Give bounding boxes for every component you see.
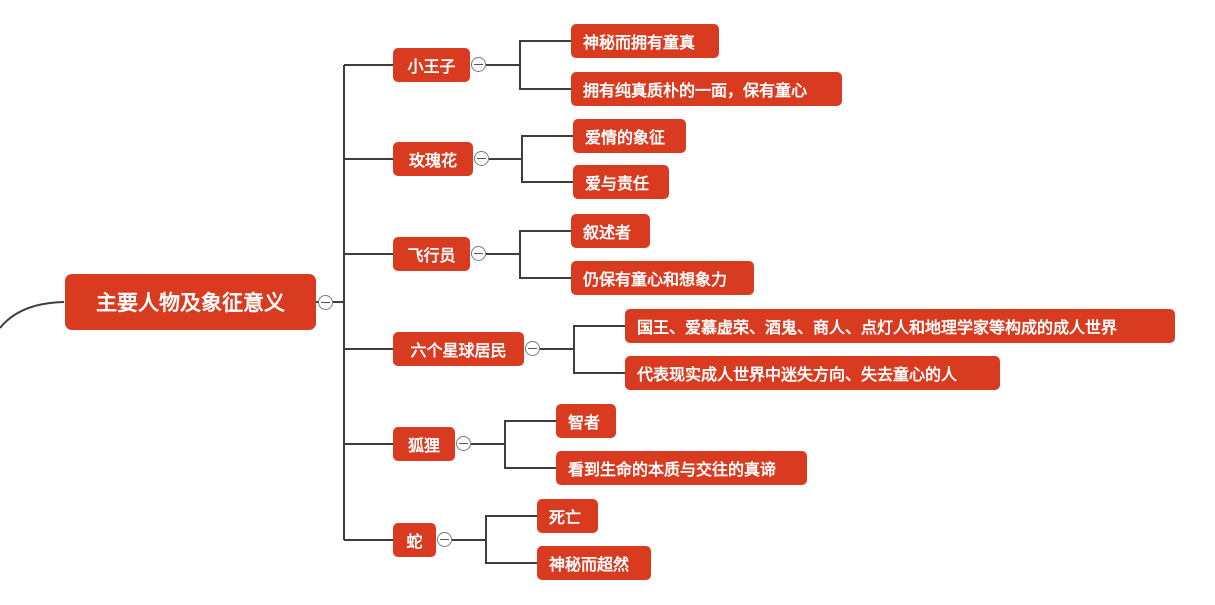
leaf-topic[interactable]: 智者 <box>556 404 616 438</box>
leaf-connector <box>486 40 571 90</box>
leaf-connector <box>489 135 573 183</box>
branch-topic[interactable]: 蛇 <box>393 523 436 557</box>
leaf-topic[interactable]: 爱情的象征 <box>573 119 686 153</box>
branch-topic[interactable]: 飞行员 <box>393 237 470 271</box>
collapse-toggle-icon[interactable] <box>474 151 489 166</box>
leaf-connector <box>540 325 625 374</box>
root-topic[interactable]: 主要人物及象征意义 <box>65 274 316 330</box>
leaf-topic[interactable]: 仍保有童心和想象力 <box>571 261 754 295</box>
leaf-topic[interactable]: 国王、爱慕虚荣、酒鬼、商人、点灯人和地理学家等构成的成人世界 <box>625 309 1175 343</box>
leaf-topic[interactable]: 拥有纯真质朴的一面，保有童心 <box>571 72 842 106</box>
collapse-toggle-icon[interactable] <box>456 436 471 451</box>
collapse-toggle-icon[interactable] <box>471 57 486 72</box>
leaf-topic[interactable]: 神秘而超然 <box>537 546 651 580</box>
leaf-topic[interactable]: 神秘而拥有童真 <box>571 24 719 58</box>
collapse-toggle-icon[interactable] <box>318 295 333 310</box>
branch-topic[interactable]: 狐狸 <box>393 427 455 461</box>
branch-topic[interactable]: 六个星球居民 <box>393 332 524 366</box>
leaf-connector <box>486 230 571 279</box>
leaf-topic[interactable]: 看到生命的本质与交往的真谛 <box>556 451 807 485</box>
leaf-topic[interactable]: 代表现实成人世界中迷失方向、失去童心的人 <box>625 356 1000 390</box>
leaf-topic[interactable]: 叙述者 <box>571 214 650 248</box>
incoming-connector <box>0 301 65 329</box>
leaf-connector <box>452 515 537 564</box>
branch-topic[interactable]: 小王子 <box>393 48 470 82</box>
collapse-toggle-icon[interactable] <box>437 532 452 547</box>
leaf-connector <box>471 420 556 469</box>
collapse-toggle-icon[interactable] <box>525 341 540 356</box>
leaf-topic[interactable]: 爱与责任 <box>573 165 669 199</box>
branch-topic[interactable]: 玫瑰花 <box>393 142 473 176</box>
collapse-toggle-icon[interactable] <box>471 246 486 261</box>
leaf-topic[interactable]: 死亡 <box>537 499 598 533</box>
